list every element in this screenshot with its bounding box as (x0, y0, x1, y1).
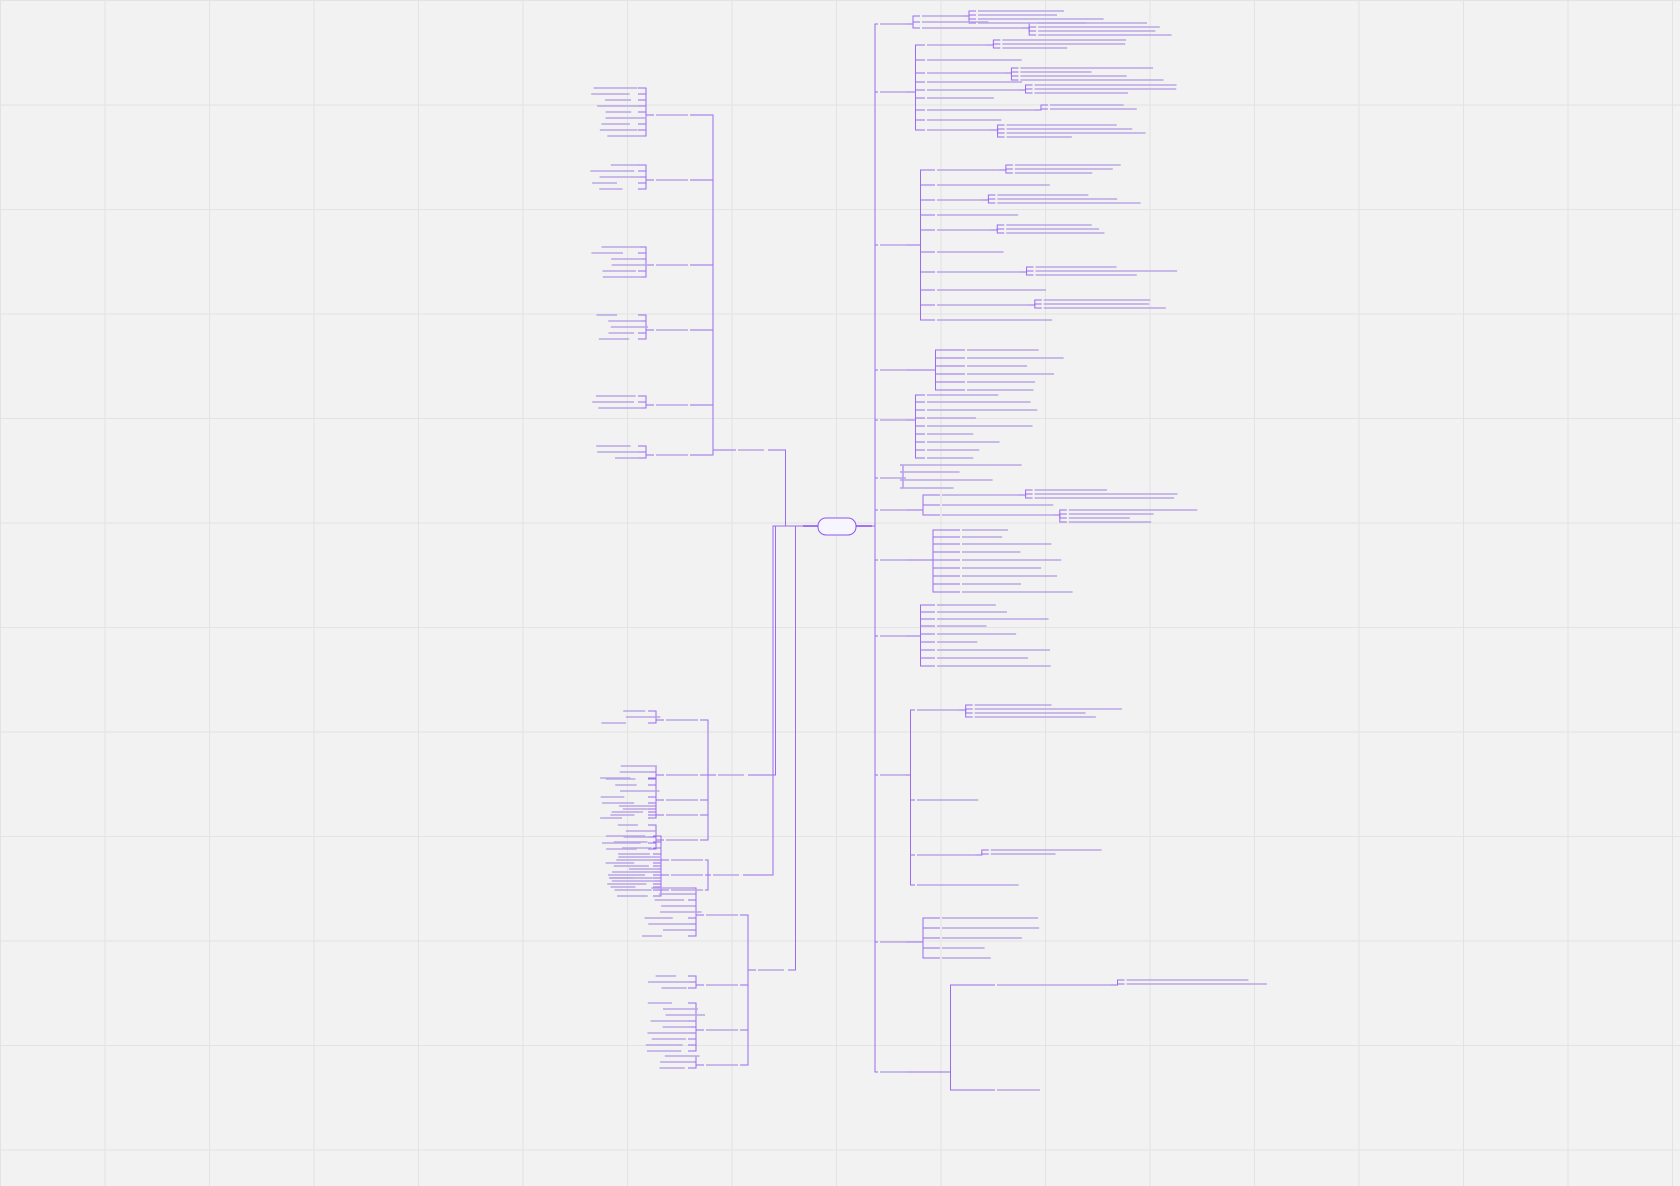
left-branch-edge (740, 969, 756, 1066)
root-node-box[interactable] (817, 517, 857, 536)
right-branch-edge (900, 471, 906, 479)
right-branch-edge (906, 1071, 995, 1091)
left-branch-edge (700, 774, 716, 841)
right-sub-edge (1110, 983, 1125, 986)
right-sub-edge (1052, 514, 1067, 523)
left-trunk-edge (748, 525, 803, 776)
left-sub-edge (688, 1029, 704, 1052)
right-branch-edge (906, 937, 940, 943)
right-branch-edge (906, 244, 935, 321)
left-sub-edge (688, 914, 704, 937)
right-sub-edge (1033, 108, 1048, 111)
right-trunk-edge (872, 509, 878, 527)
right-branch-edge (906, 984, 995, 1073)
right-trunk-edge (872, 525, 878, 1073)
right-sub-edge (958, 709, 973, 718)
right-branch-edge (906, 229, 935, 246)
right-branch-edge (906, 23, 920, 29)
left-sub-edge (648, 814, 664, 819)
right-sub-edge (1022, 27, 1037, 36)
left-sub-edge (638, 329, 654, 340)
right-sub-edge (962, 15, 977, 24)
mindmap-edges (638, 10, 1125, 1091)
right-sub-edge (990, 129, 1005, 138)
left-sub-edge (638, 179, 654, 190)
right-branch-edge (906, 419, 925, 459)
mindmap-nodes (590, 10, 1267, 1091)
right-branch-edge (906, 91, 925, 131)
left-branch-edge (690, 404, 736, 451)
left-trunk-edge (788, 525, 803, 971)
left-sub-edge (688, 984, 704, 989)
left-branch-edge (740, 914, 756, 971)
right-branch-edge (906, 635, 935, 667)
right-sub-edge (1027, 304, 1042, 309)
left-branch-edge (700, 719, 716, 776)
left-trunk-edge (743, 525, 803, 876)
right-branch-edge (906, 709, 915, 776)
right-branch-edge (906, 774, 915, 886)
left-sub-edge (638, 264, 654, 278)
right-sub-edge (998, 169, 1013, 174)
left-sub-edge (653, 889, 669, 897)
right-branch-edge (906, 504, 940, 511)
right-sub-edge (986, 44, 1001, 49)
left-sub-edge (638, 258, 654, 266)
right-branch-edge (906, 551, 960, 561)
right-branch-edge (906, 941, 940, 959)
right-sub-edge (990, 229, 1005, 234)
left-sub-edge (648, 774, 664, 779)
right-sub-edge (1018, 89, 1033, 94)
left-sub-edge (638, 404, 654, 409)
left-branch-edge (705, 859, 711, 876)
left-sub-edge (638, 454, 654, 459)
left-trunk-edge (768, 449, 803, 527)
left-sub-edge (648, 839, 664, 850)
right-branch-edge (906, 365, 965, 371)
root-node[interactable] (817, 517, 857, 536)
right-sub-edge (1004, 72, 1019, 81)
left-sub-edge (688, 1064, 704, 1069)
right-branch-edge (906, 509, 940, 516)
right-sub-edge (981, 199, 996, 204)
left-sub-edge (648, 719, 664, 724)
right-sub-edge (1018, 494, 1033, 499)
right-branch-edge (906, 559, 960, 593)
right-sub-edge (1019, 271, 1034, 276)
right-branch-edge (906, 369, 965, 391)
left-branch-edge (705, 874, 711, 891)
right-sub-edge (974, 853, 989, 856)
left-branch-edge (690, 449, 736, 456)
